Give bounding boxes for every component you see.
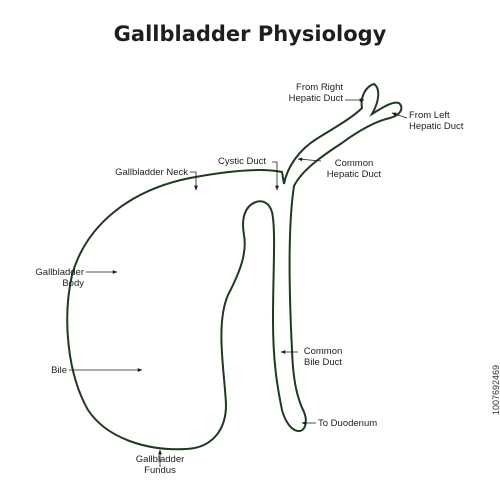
arrow-from-left-hepatic-duct bbox=[391, 112, 408, 119]
gallbladder-outline bbox=[66, 82, 403, 451]
label-gallbladder-neck: Gallbladder Neck bbox=[115, 167, 188, 178]
label-from-right-hepatic-duct: From Right Hepatic Duct bbox=[288, 82, 343, 104]
label-gallbladder-fundus: Gallbladder Fundus bbox=[135, 454, 185, 476]
label-common-bile-duct: Common Bile Duct bbox=[303, 346, 343, 368]
diagram-title: Gallbladder Physiology bbox=[113, 22, 387, 46]
arrow-gallbladder-neck bbox=[190, 171, 198, 191]
label-cystic-duct: Cystic Duct bbox=[218, 156, 267, 167]
arrow-cystic-duct bbox=[272, 161, 279, 191]
label-gallbladder-body: Gallbladder Body bbox=[35, 267, 84, 289]
arrow-common-hepatic-duct bbox=[297, 157, 322, 162]
label-from-left-hepatic-duct: From Left Hepatic Duct bbox=[409, 110, 464, 132]
watermark-id: 1007692469 bbox=[491, 364, 500, 416]
label-to-duodenum: To Duodenum bbox=[318, 418, 378, 429]
label-bile: Bile bbox=[51, 365, 67, 376]
label-common-hepatic-duct: Common Hepatic Duct bbox=[326, 158, 382, 180]
